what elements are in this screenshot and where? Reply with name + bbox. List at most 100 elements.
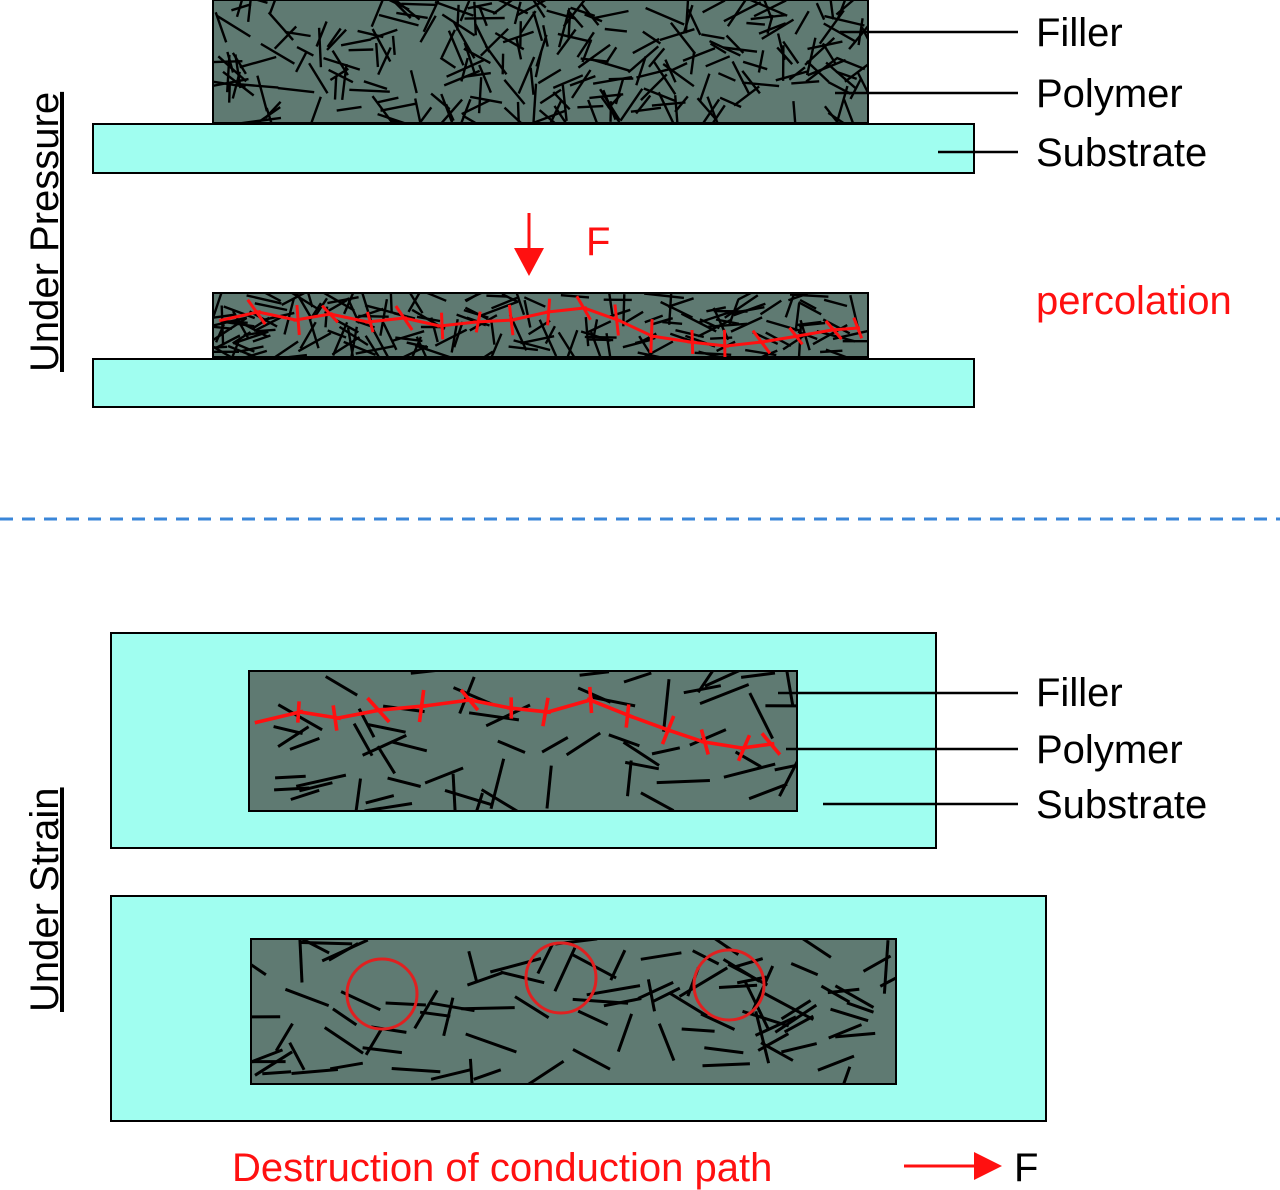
filler-particle bbox=[350, 326, 358, 357]
filler-particle bbox=[489, 758, 506, 810]
filler-particle bbox=[214, 323, 226, 343]
filler-particle bbox=[824, 14, 865, 27]
filler-particle bbox=[442, 997, 455, 1037]
filler-particle bbox=[733, 85, 760, 107]
filler-particle bbox=[396, 11, 428, 20]
filler-particle bbox=[734, 957, 764, 969]
filler-particle bbox=[820, 984, 851, 1004]
filler-particle bbox=[792, 101, 797, 123]
filler-particle bbox=[536, 942, 555, 975]
filler-particle bbox=[463, 47, 491, 65]
filler-particle bbox=[377, 112, 408, 123]
filler-particle bbox=[480, 788, 520, 811]
filler-particle bbox=[251, 316, 270, 331]
filler-particle bbox=[718, 983, 758, 989]
filler-particle bbox=[828, 1023, 863, 1040]
filler-particle bbox=[277, 703, 323, 732]
filler-particle bbox=[637, 981, 674, 1000]
filler-particle bbox=[447, 30, 465, 66]
filler-particle bbox=[390, 740, 428, 753]
filler-particle bbox=[491, 295, 520, 310]
filler-particle bbox=[640, 951, 682, 961]
filler-particle bbox=[562, 0, 587, 28]
conducting-filler bbox=[626, 713, 672, 733]
filler-particle bbox=[748, 692, 774, 740]
conducting-filler bbox=[400, 315, 444, 329]
polymer-legend-label-2: Polymer bbox=[1036, 728, 1183, 772]
filler-particle bbox=[708, 322, 748, 328]
filler-particle bbox=[619, 88, 644, 122]
filler-particle bbox=[723, 1, 762, 23]
filler-particle bbox=[674, 95, 679, 123]
conducting-filler bbox=[829, 326, 861, 332]
filler-particle bbox=[401, 2, 437, 7]
filler-particle bbox=[577, 104, 604, 109]
filler-particle bbox=[333, 76, 338, 100]
filler-particle bbox=[517, 56, 536, 94]
filler-particle bbox=[538, 319, 558, 357]
filler-particle bbox=[782, 333, 807, 351]
filler-particle bbox=[356, 307, 384, 319]
filler-particle bbox=[391, 330, 425, 343]
filler-particle bbox=[526, 1060, 565, 1084]
filler-particle bbox=[328, 68, 354, 84]
broken-contact-marker bbox=[692, 948, 766, 1022]
filler-particle bbox=[630, 106, 662, 113]
filler-particle bbox=[500, 970, 545, 985]
filler-particle bbox=[464, 16, 505, 20]
filler-particle bbox=[321, 939, 369, 963]
filler-particle bbox=[737, 293, 754, 301]
filler-particle bbox=[701, 33, 725, 40]
filler-particle bbox=[784, 293, 796, 318]
filler-particle bbox=[298, 939, 304, 983]
filler-particle bbox=[497, 739, 526, 754]
filler-particle bbox=[389, 293, 393, 314]
filler-particle bbox=[815, 2, 826, 21]
filler-particle bbox=[587, 99, 599, 123]
filler-particle bbox=[682, 47, 716, 62]
under-strain-label: Under Strain bbox=[23, 787, 67, 1012]
filler-particle bbox=[378, 13, 419, 27]
filler-particle bbox=[419, 15, 437, 43]
filler-particle bbox=[516, 101, 520, 123]
filler-network bbox=[213, 0, 868, 123]
filler-particle bbox=[766, 14, 774, 35]
filler-particle bbox=[552, 91, 571, 111]
filler-particle bbox=[834, 984, 875, 1009]
filler-particle bbox=[490, 333, 503, 357]
filler-particle bbox=[542, 24, 549, 47]
filler-particle bbox=[805, 37, 817, 76]
conducting-filler bbox=[545, 306, 587, 314]
filler-particle bbox=[609, 308, 631, 318]
filler-particle bbox=[640, 791, 675, 811]
filler-particle bbox=[478, 5, 488, 27]
filler-particle bbox=[731, 60, 750, 95]
filler-particle bbox=[365, 794, 395, 805]
filler-particle bbox=[719, 96, 742, 109]
filler-particle bbox=[817, 1054, 855, 1072]
filler-particle bbox=[846, 1001, 874, 1014]
filler-particle bbox=[645, 6, 685, 26]
filler-particle bbox=[391, 1067, 441, 1074]
filler-particle bbox=[336, 105, 362, 112]
filler-particle bbox=[842, 1066, 852, 1084]
filler-particle bbox=[807, 58, 847, 77]
filler-particle bbox=[580, 330, 611, 342]
filler-particle bbox=[462, 114, 478, 123]
filler-particle bbox=[790, 962, 819, 977]
filler-particle bbox=[247, 0, 252, 23]
filler-particle bbox=[514, 995, 550, 1019]
filler-particle bbox=[460, 57, 469, 82]
filler-particle bbox=[805, 60, 830, 83]
filler-particle bbox=[626, 760, 633, 797]
filler-particle bbox=[782, 40, 800, 64]
filler-particle bbox=[616, 1013, 634, 1053]
filler-particle bbox=[794, 303, 801, 332]
filler-particle bbox=[308, 317, 320, 349]
filler-particle bbox=[608, 293, 614, 315]
filler-particle bbox=[820, 349, 843, 354]
filler-particle bbox=[706, 306, 727, 313]
filler-particle bbox=[646, 979, 656, 1012]
polymer-legend-label: Polymer bbox=[1036, 72, 1183, 116]
